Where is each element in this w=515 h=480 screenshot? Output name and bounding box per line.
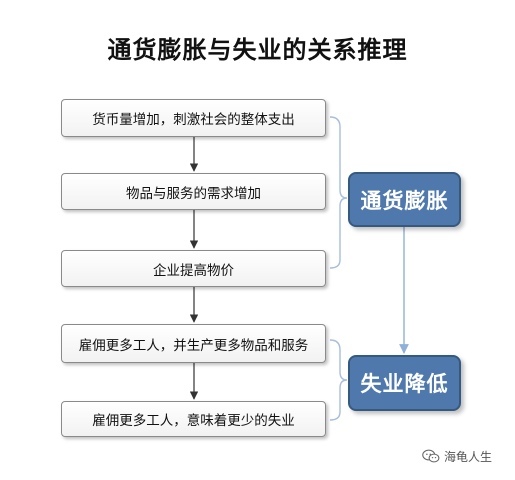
callout-inflation: 通货膨胀 [348,172,461,227]
bracket-inflation [329,116,348,269]
callout-label: 通货膨胀 [360,188,449,213]
step-label: 物品与服务的需求增加 [126,185,261,202]
step-box-demand: 物品与服务的需求增加 [61,173,326,210]
wechat-icon [422,449,440,463]
callout-label: 失业降低 [360,372,449,396]
watermark: 海龟人生 [422,448,492,465]
step-label: 企业提高物价 [153,262,234,279]
callout-unemployment: 失业降低 [348,355,461,411]
step-box-prices: 企业提高物价 [61,250,326,287]
step-box-money-supply: 货币量增加，刺激社会的整体支出 [61,99,326,137]
diagram-title: 通货膨胀与失业的关系推理 [107,35,408,64]
step-box-less-unemployment: 雇佣更多工人，意味着更少的失业 [61,401,326,437]
bracket-unemployment [329,339,348,421]
step-box-hire-produce: 雇佣更多工人，并生产更多物品和服务 [61,324,326,363]
step-label: 雇佣更多工人，并生产更多物品和服务 [78,337,309,354]
watermark-text: 海龟人生 [444,450,493,464]
step-label: 雇佣更多工人，意味着更少的失业 [92,413,295,429]
step-label: 货币量增加，刺激社会的整体支出 [92,112,295,128]
